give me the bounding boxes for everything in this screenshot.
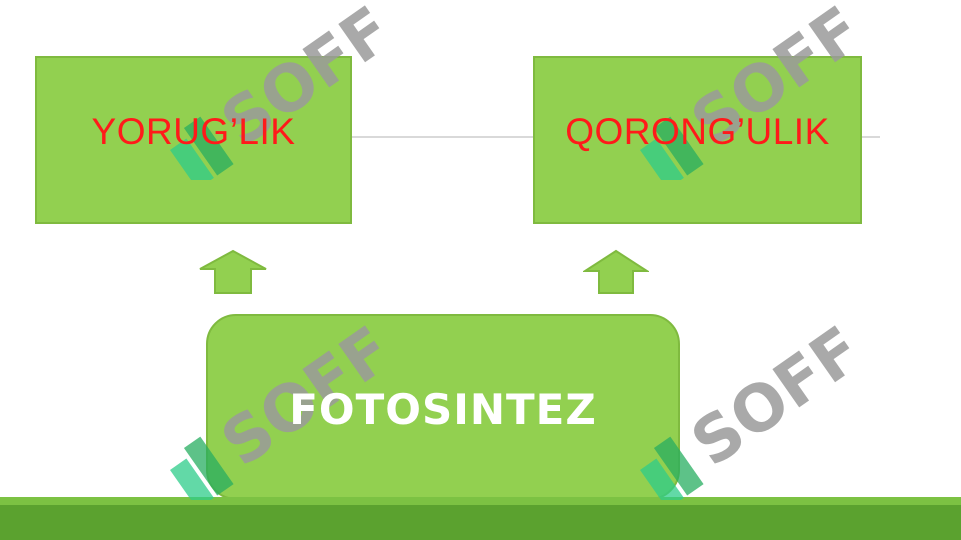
dark-phase-box: QORONG’ULIK <box>533 56 862 224</box>
photosynthesis-box: FOTOSINTEZ <box>206 314 680 500</box>
light-phase-label: YORUG’LIK <box>91 111 296 152</box>
light-phase-box: YORUG’LIK <box>35 56 352 224</box>
dark-phase-label: QORONG’ULIK <box>565 111 830 152</box>
footer-bar <box>0 505 961 540</box>
up-arrow-icon <box>583 249 649 294</box>
watermark-text: SOFF <box>679 313 850 481</box>
photosynthesis-label: FOTOSINTEZ <box>289 384 597 434</box>
up-arrow-icon <box>199 249 267 294</box>
footer-stripe <box>0 497 961 505</box>
